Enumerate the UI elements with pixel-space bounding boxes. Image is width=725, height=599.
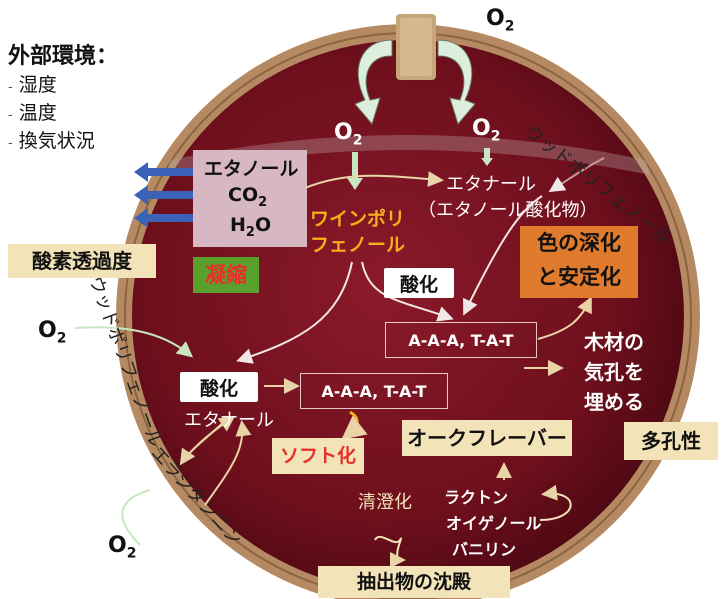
condensation-label: 凝縮 bbox=[193, 257, 259, 293]
oxidation-tag-lower: 酸化 bbox=[180, 372, 258, 402]
oak-flavor-label: オークフレーバー bbox=[402, 420, 572, 456]
o2-inflow-left-arrow bbox=[354, 39, 393, 126]
eugenol-label: オイゲノール bbox=[446, 514, 542, 533]
o2-top-label: O2 bbox=[486, 6, 515, 35]
env-item-humidity: -湿度 bbox=[8, 74, 57, 96]
o2-inside-left-label: O2 bbox=[334, 120, 363, 149]
porosity-label: 多孔性 bbox=[624, 422, 718, 460]
clarification-label: 清澄化 bbox=[358, 492, 412, 513]
o2-bottom-label: O2 bbox=[108, 533, 137, 562]
sediment-label: 抽出物の沈殿 bbox=[318, 566, 510, 598]
evaporation-box bbox=[193, 150, 307, 247]
vanillin-label: バニリン bbox=[452, 540, 517, 559]
color-deepening-box: 色の深化 と安定化 bbox=[520, 226, 638, 298]
evaporation-arrows bbox=[134, 162, 200, 228]
co2-label: CO2 bbox=[228, 184, 268, 210]
env-item-ventilation: -換気状況 bbox=[8, 130, 95, 152]
ethanal-top-label: エタナール bbox=[446, 174, 536, 195]
h2o-label: H2O bbox=[230, 214, 272, 240]
color-deepening-line1: 色の深化 bbox=[537, 231, 621, 255]
lactone-label: ラクトン bbox=[444, 488, 509, 507]
wood-pores-line2: 気孔を bbox=[584, 360, 644, 384]
wood-pores-line3: 埋める bbox=[584, 390, 644, 414]
soft-label: ソフト化 bbox=[272, 438, 364, 474]
external-environment-title: 外部環境： bbox=[8, 44, 119, 69]
o2-inflow-right-arrow bbox=[437, 39, 476, 126]
env-item-temperature: -温度 bbox=[8, 102, 57, 124]
wood-pores-line1: 木材の bbox=[584, 330, 644, 354]
aaa-tat-box-lower: A-A-A, T-A-T bbox=[300, 373, 448, 409]
ethanal-label: エタナール bbox=[184, 410, 274, 431]
oxidation-tag-upper: 酸化 bbox=[384, 268, 454, 298]
o2-inside-right-label: O2 bbox=[472, 116, 501, 145]
ethanol-label: エタノール bbox=[204, 158, 299, 180]
wine-polyphenol-line2: フェノール bbox=[310, 234, 406, 256]
wine-polyphenol-line1: ワインポリ bbox=[310, 208, 406, 230]
aaa-tat-box-upper: A-A-A, T-A-T bbox=[385, 322, 537, 358]
ethanal-top-subtitle: （エタノール酸化物） bbox=[418, 200, 598, 221]
color-deepening-line2: と安定化 bbox=[537, 265, 621, 289]
o2-left-label: O2 bbox=[38, 318, 67, 347]
oxygen-permeability-label: 酸素透過度 bbox=[8, 244, 156, 278]
